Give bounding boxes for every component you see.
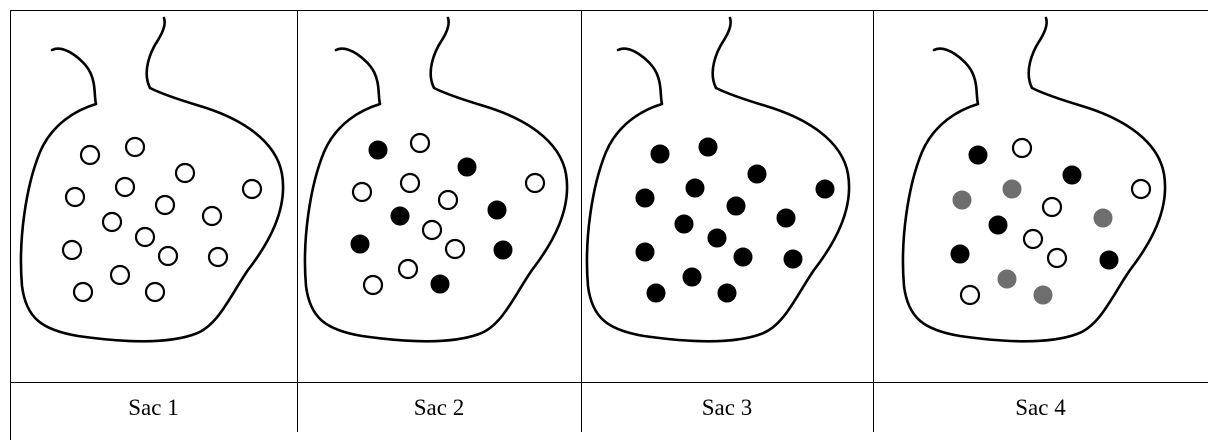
grey-dot <box>997 269 1017 289</box>
black-dot <box>635 242 655 262</box>
sac-cell-4 <box>873 10 1208 382</box>
empty-dot <box>64 186 86 208</box>
row-divider <box>10 382 1208 383</box>
sac-label-3: Sac 3 <box>701 395 753 420</box>
black-dot <box>650 144 670 164</box>
sac-outline <box>901 16 1167 343</box>
grey-dot <box>952 190 972 210</box>
black-dot <box>707 228 727 248</box>
black-dot <box>493 240 513 260</box>
empty-dot <box>174 162 196 184</box>
black-dot <box>988 215 1008 235</box>
sac-outline <box>303 16 569 343</box>
black-dot <box>776 208 796 228</box>
empty-dot <box>134 226 156 248</box>
empty-dot <box>109 264 131 286</box>
black-dot <box>733 247 753 267</box>
column-divider-3 <box>873 10 874 432</box>
black-dot <box>487 200 507 220</box>
black-dot <box>674 214 694 234</box>
empty-dot <box>397 258 419 280</box>
empty-dot <box>437 189 459 211</box>
sac-outline <box>585 16 851 343</box>
black-dot <box>815 179 835 199</box>
black-dot <box>430 274 450 294</box>
empty-dot <box>362 274 384 296</box>
sac-outline <box>19 16 285 343</box>
empty-dot <box>444 238 466 260</box>
black-dot <box>726 196 746 216</box>
empty-dot <box>959 284 981 306</box>
black-dot <box>1062 165 1082 185</box>
black-dot <box>685 178 705 198</box>
black-dot <box>457 157 477 177</box>
sac-cell-3 <box>581 10 873 382</box>
black-dot <box>747 164 767 184</box>
empty-dot <box>124 136 146 158</box>
black-dot <box>682 267 702 287</box>
empty-dot <box>409 132 431 154</box>
empty-dot <box>207 246 229 268</box>
empty-dot <box>421 219 443 241</box>
sac-label-2: Sac 2 <box>413 395 465 420</box>
black-dot <box>783 249 803 269</box>
empty-dot <box>1046 247 1068 269</box>
black-dot <box>968 145 988 165</box>
empty-dot <box>524 172 546 194</box>
grey-dot <box>1093 208 1113 228</box>
empty-dot <box>399 172 421 194</box>
empty-dot <box>241 178 263 200</box>
black-dot <box>698 137 718 157</box>
grey-dot <box>1033 285 1053 305</box>
black-dot <box>368 140 388 160</box>
empty-dot <box>157 245 179 267</box>
black-dot <box>950 244 970 264</box>
empty-dot <box>1130 178 1152 200</box>
black-dot <box>717 283 737 303</box>
empty-dot <box>144 281 166 303</box>
empty-dot <box>1011 137 1033 159</box>
column-divider-1 <box>297 10 298 432</box>
sac-label-1: Sac 1 <box>128 395 179 420</box>
sac-label-4: Sac 4 <box>1015 395 1066 420</box>
black-dot <box>1099 250 1119 270</box>
empty-dot <box>72 281 94 303</box>
black-dot <box>390 206 410 226</box>
empty-dot <box>1022 228 1044 250</box>
empty-dot <box>61 239 83 261</box>
sac-cell-2 <box>297 10 581 382</box>
empty-dot <box>1041 196 1063 218</box>
empty-dot <box>201 205 223 227</box>
grey-dot <box>1002 179 1022 199</box>
empty-dot <box>351 181 373 203</box>
black-dot <box>635 188 655 208</box>
table-border <box>10 10 1208 440</box>
empty-dot <box>114 176 136 198</box>
black-dot <box>350 234 370 254</box>
empty-dot <box>154 194 176 216</box>
empty-dot <box>79 144 101 166</box>
black-dot <box>646 283 666 303</box>
empty-dot <box>101 211 123 233</box>
sac-cell-1 <box>10 10 297 382</box>
column-divider-2 <box>581 10 582 432</box>
